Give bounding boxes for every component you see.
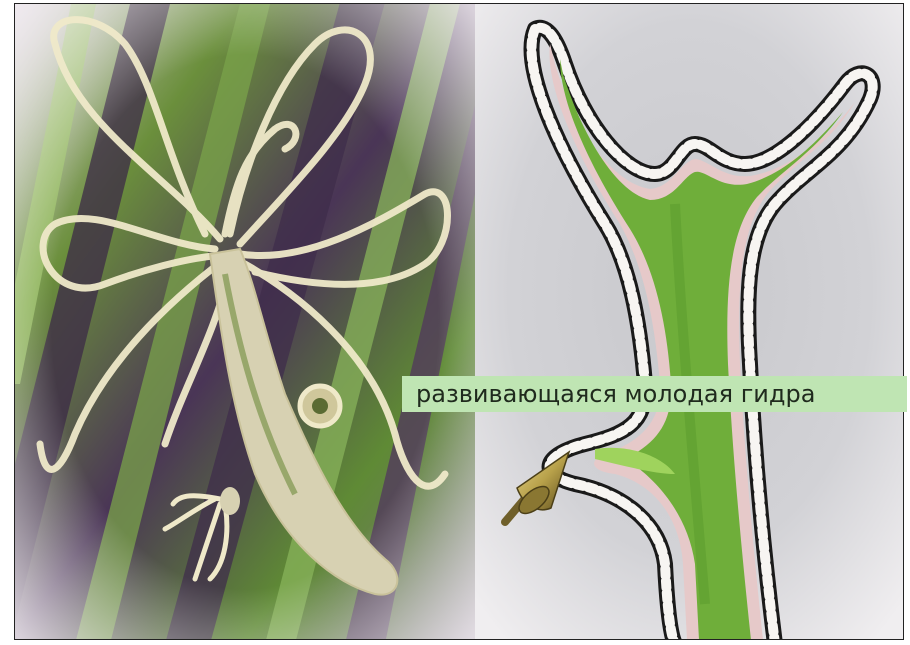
pointer-arrow-icon [497, 444, 597, 534]
image-frame [14, 3, 904, 640]
caption-label: развивающаяся молодая гидра [402, 376, 907, 412]
hydra-cross-section-diagram [475, 4, 904, 640]
hydra-photo [15, 4, 475, 640]
caption-text: развивающаяся молодая гидра [416, 380, 815, 408]
